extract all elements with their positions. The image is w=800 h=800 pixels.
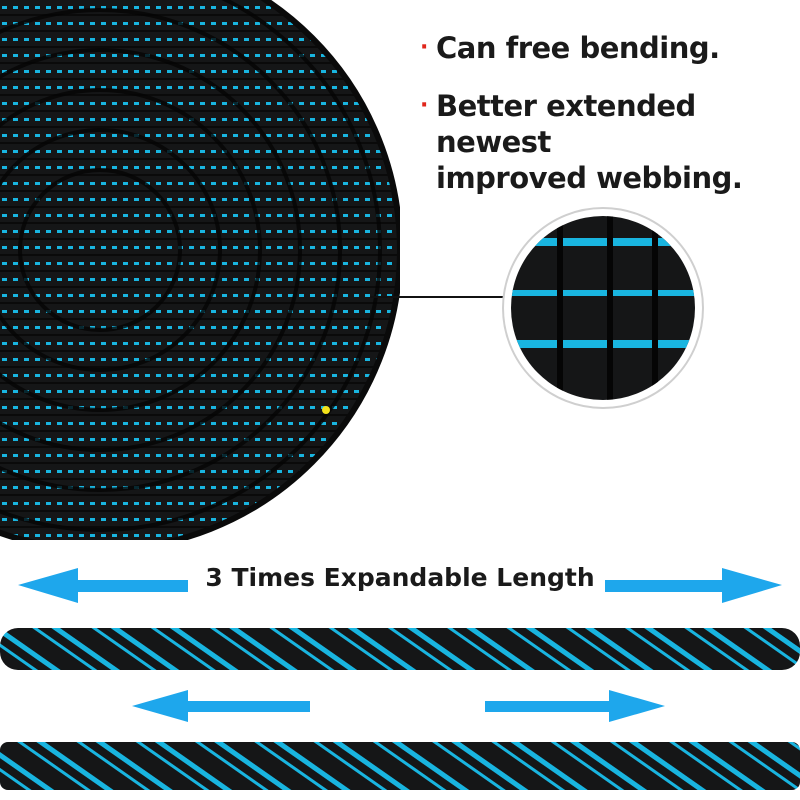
right-arrow-small-icon (485, 690, 665, 722)
marker-dot (322, 406, 330, 414)
webbing-zoom-image (502, 207, 704, 409)
bullet-icon: · (420, 93, 428, 118)
feature-text: Better extended newest improved webbing. (436, 89, 743, 195)
right-arrow-icon (605, 568, 782, 603)
contracted-hose-strip (0, 742, 800, 790)
feature-webbing: · Better extended newest improved webbin… (420, 88, 800, 196)
bullet-icon: · (420, 35, 428, 60)
expanded-hose-strip (0, 628, 800, 670)
left-arrow-small-icon (132, 690, 310, 722)
expandable-length-label: 3 Times Expandable Length (205, 563, 595, 592)
feature-text: Can free bending. (436, 31, 720, 65)
feature-free-bending: · Can free bending. (420, 30, 720, 66)
coiled-hose-image (0, 0, 400, 540)
left-arrow-icon (18, 568, 188, 603)
